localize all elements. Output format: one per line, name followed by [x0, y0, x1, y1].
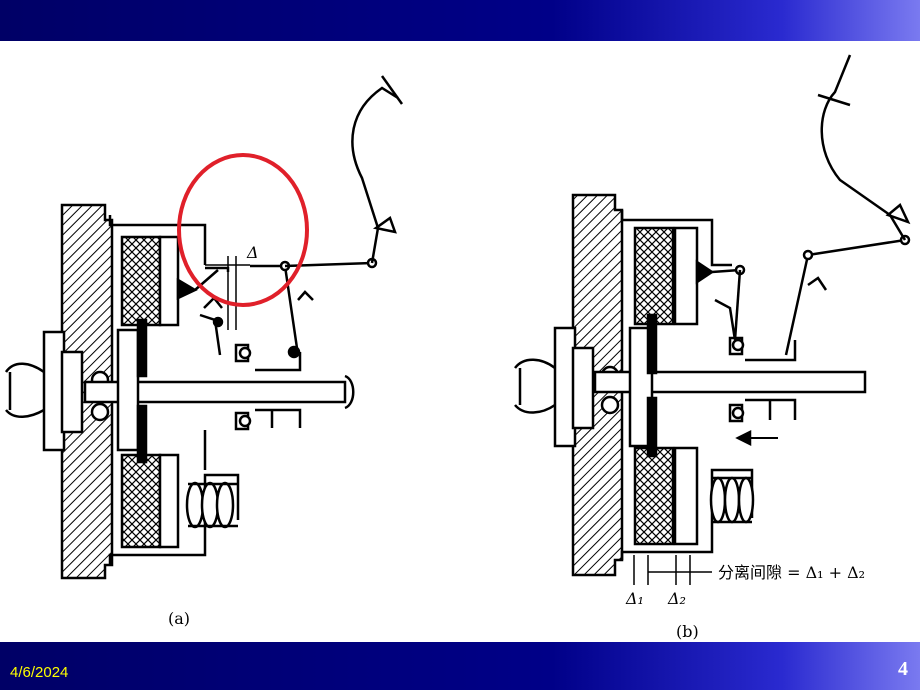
friction-disc-upper-b — [633, 226, 675, 326]
spring-b — [709, 476, 755, 524]
friction-disc-upper-a — [120, 235, 162, 327]
footer-bar — [0, 642, 920, 690]
slide-date: 4/6/2024 — [10, 664, 69, 681]
delta-label: Δ — [246, 243, 259, 262]
page-number: 4 — [898, 658, 908, 680]
friction-disc-lower-a — [120, 453, 162, 549]
shaft-b — [593, 370, 867, 394]
diagram-a — [4, 75, 404, 580]
figure-label-b: (b) — [676, 622, 699, 641]
title-bar — [0, 0, 920, 41]
shaft-a — [83, 380, 347, 404]
friction-disc-lower-b — [633, 446, 675, 546]
diagram-b — [514, 54, 911, 585]
delta1-label: Δ₁ — [625, 589, 644, 608]
figure-label-a: (a) — [168, 609, 190, 628]
gap-label: 分离间隙 = Δ₁ + Δ₂ — [718, 563, 865, 582]
highlight-circle — [177, 153, 309, 307]
spring-a — [185, 481, 238, 529]
delta2-label: Δ₂ — [667, 589, 686, 608]
